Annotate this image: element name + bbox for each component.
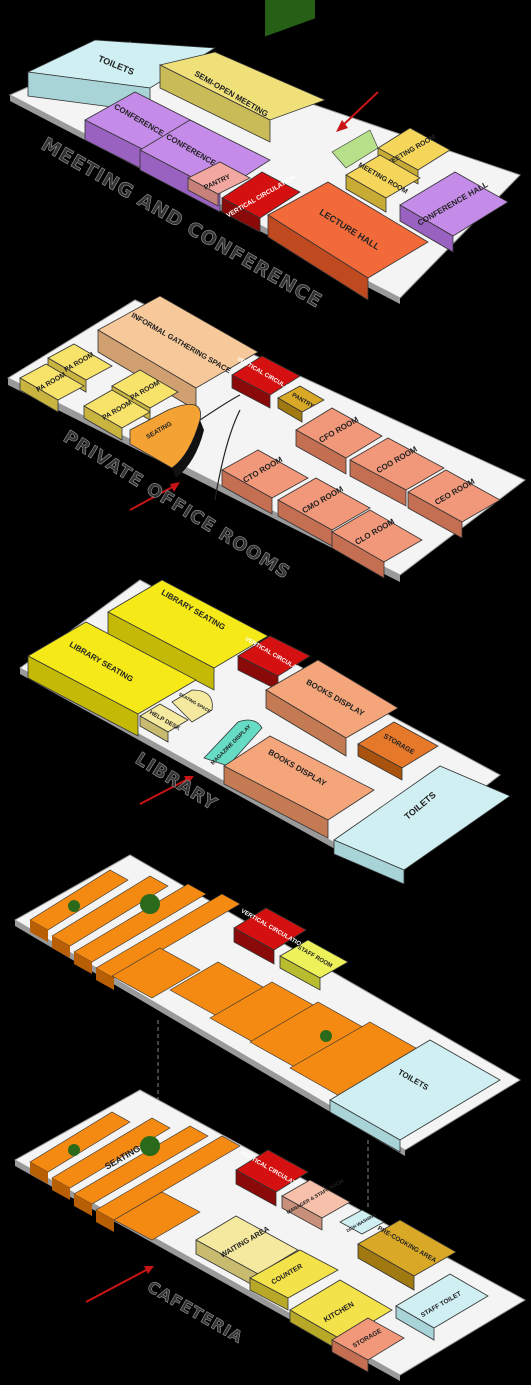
- room-coo: COO ROOM: [349, 437, 445, 507]
- room-toilets-library: TOILETS: [333, 765, 511, 885]
- floor-cafeteria: SEATING VERTICAL CIRCULATION MANAGER & S…: [13, 1089, 527, 1381]
- plants-icon: [265, 0, 315, 37]
- room-storage-cafe: STORAGE: [331, 1317, 405, 1373]
- room-lecture-hall: LECTURE HALL: [267, 181, 429, 301]
- tree-icon: [320, 1030, 332, 1042]
- room-pantry: PANTRY: [187, 161, 251, 207]
- arrow-head-icon: [170, 482, 180, 492]
- entry-arrow-cafeteria: [85, 1267, 151, 1303]
- tree-icon: [140, 894, 160, 914]
- room-books-display-1: BOOKS DISPLAY: [265, 659, 399, 757]
- entry-arrow-office: [129, 484, 177, 511]
- arrow-head-icon: [144, 1266, 154, 1274]
- room-clo: CLO ROOM: [331, 509, 423, 579]
- floor-cafe-upper: VERTICAL CIRCULATION STAFF ROOM TOILETS: [14, 854, 521, 1210]
- room-seating-space: SEATING SPACE: [171, 689, 213, 723]
- room-help-desk: HELP DESK: [139, 703, 189, 743]
- room-cto: CTO ROOM: [221, 449, 309, 515]
- room-waiting-area: WAITING AREA: [195, 1215, 299, 1289]
- room-dish-washing: DISH WASHING: [339, 1209, 385, 1235]
- room-ceo: CEO ROOM: [407, 469, 501, 539]
- room-pa-2: PA ROOM: [19, 363, 85, 413]
- room-toilets-upper: TOILETS: [329, 1039, 501, 1153]
- room-counter: COUNTER: [249, 1249, 339, 1311]
- room-cfo: CFO ROOM: [295, 407, 383, 475]
- room-conference-3: CONFERENCE HALL: [399, 171, 509, 253]
- room-informal-gathering: INFORMAL GATHERING SPACE: [97, 295, 259, 411]
- corridor-curve: [199, 394, 241, 501]
- seating-rows-cafeteria: SEATING: [29, 1111, 241, 1241]
- room-meeting-2: MEETING ROOM: [345, 154, 421, 213]
- room-vertical-circulation-3: VERTICAL CIRCULATION: [237, 635, 311, 691]
- entry-arrow-library: [139, 777, 191, 805]
- room-vertical-circulation-4: VERTICAL CIRCULATION: [233, 907, 307, 965]
- arrow-head-icon: [336, 120, 348, 132]
- tree-icon: [68, 900, 80, 912]
- room-library-seating-2: LIBRARY SEATING: [27, 621, 197, 737]
- tree-icon: [68, 1144, 80, 1156]
- tree-icon: [140, 1136, 160, 1156]
- room-staff-upper: STAFF ROOM: [279, 939, 349, 991]
- room-cmo: CMO ROOM: [277, 477, 371, 547]
- floor-library: LIBRARY SEATING LIBRARY SEATING VERTICAL…: [19, 579, 511, 885]
- room-seating-office: SEATING: [129, 403, 204, 478]
- arrow-head-icon: [184, 776, 194, 784]
- room-staff-toilet: STAFF TOILET: [395, 1273, 489, 1341]
- room-pa-4: PA ROOM: [83, 389, 151, 441]
- title-cafeteria: CAFETERIA: [144, 1277, 247, 1347]
- room-storage-library: STORAGE: [357, 721, 439, 781]
- room-pantry-office: PANTRY: [277, 385, 325, 423]
- green-zone: [331, 129, 379, 169]
- room-semi-open-meeting: SEMI-OPEN MEETING: [158, 0, 327, 143]
- room-manager-staff: MANAGER & STAFF ROOM: [281, 1178, 351, 1231]
- room-books-display-2: BOOKS DISPLAY: [223, 735, 375, 839]
- floor-office: INFORMAL GATHERING SPACE PA ROOM PA ROOM…: [6, 295, 526, 584]
- floor-meeting: TOILETS SEMI-OPEN MEETING CONFERENCE HAL…: [8, 0, 521, 313]
- entry-arrow-meeting: [339, 91, 379, 129]
- seating-rows-upper: [29, 869, 431, 1103]
